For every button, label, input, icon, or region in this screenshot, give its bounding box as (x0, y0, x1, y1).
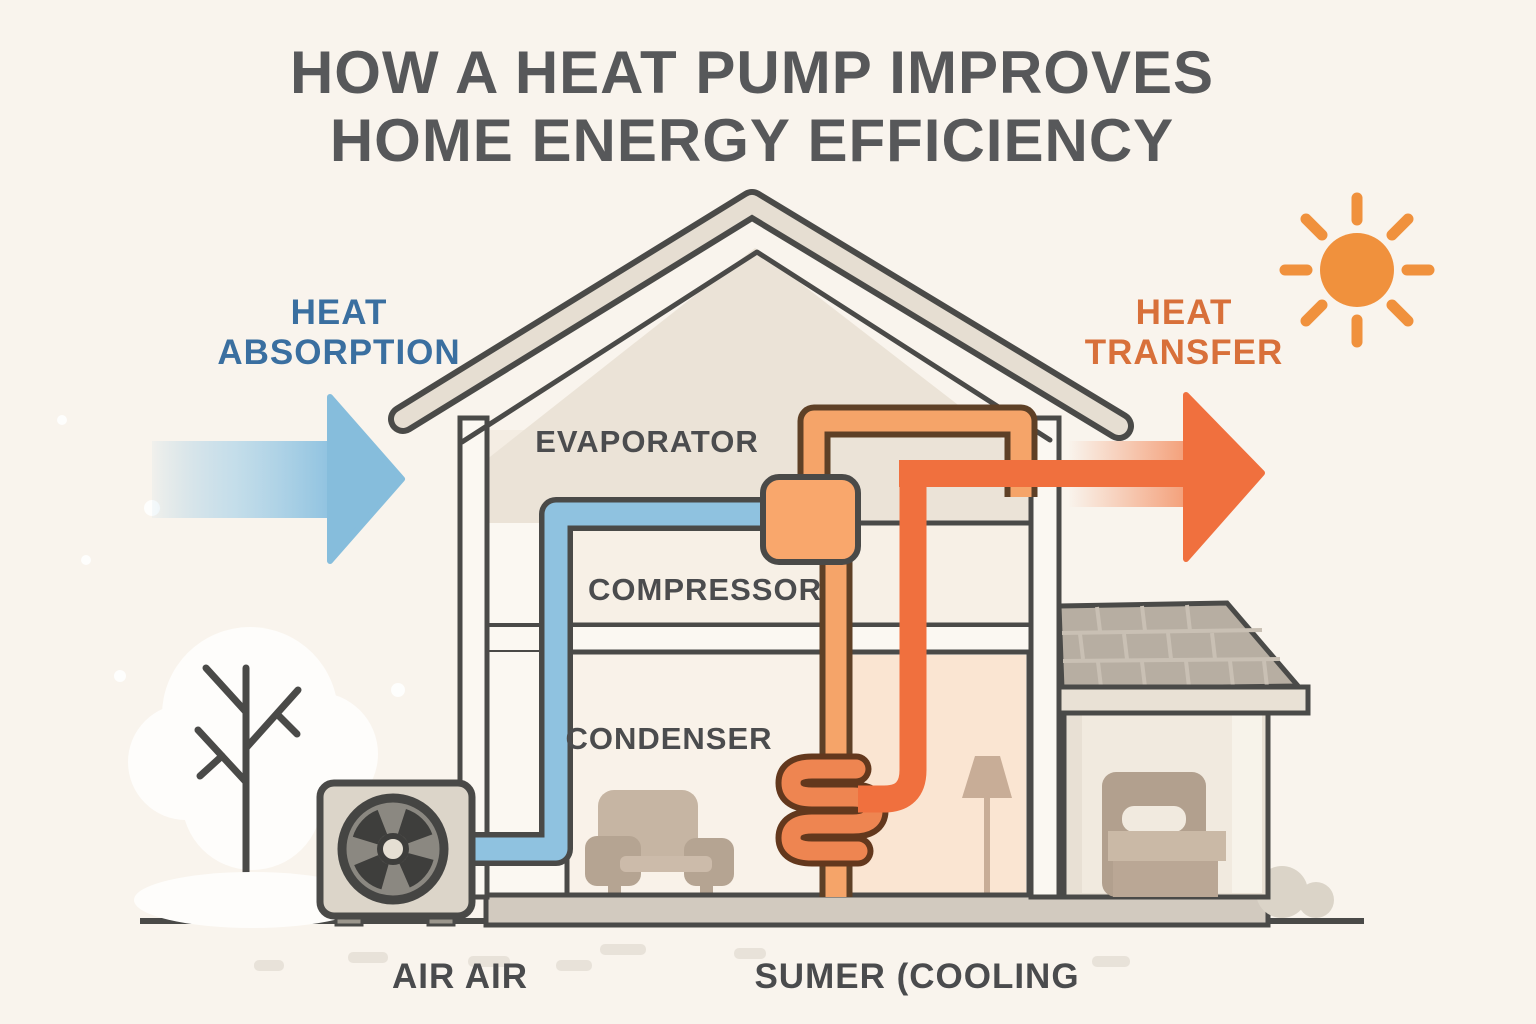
bare-tree-icon (128, 627, 378, 886)
evaporator-label: EVAPORATOR (535, 424, 759, 459)
garage (1047, 600, 1334, 918)
blue-refrigerant-pipe (472, 497, 800, 866)
house-roof (388, 189, 1134, 445)
road-dashes (254, 944, 1130, 971)
foundation-floor (483, 892, 1271, 928)
sun-icon (1279, 192, 1435, 348)
bed-icon (1102, 772, 1226, 897)
heat-transfer-label-line2: TRANSFER (1084, 333, 1284, 372)
heat-absorption-arrow-icon (152, 394, 405, 564)
heat-transfer-label-line1: HEAT (1135, 293, 1233, 332)
outdoor-unit (316, 779, 476, 927)
bottom-label-summer-cooling: SUMER (COOLING (754, 957, 1080, 996)
heat-absorption-label-line1: HEAT (290, 293, 388, 332)
house-walls (457, 415, 1062, 900)
heat-duct (858, 462, 927, 813)
fan-icon (337, 793, 449, 905)
garage-eave (1047, 684, 1311, 716)
compressor-box (760, 474, 861, 565)
floor-slab (484, 623, 1034, 654)
shingle-lines (1061, 604, 1281, 688)
condenser-label: CONDENSER (565, 721, 773, 756)
heat-absorption-label-line2: ABSORPTION (217, 333, 461, 372)
title-line-2: HOME ENERGY EFFICIENCY (329, 107, 1175, 174)
garage-roof (1056, 600, 1304, 692)
compressor-label: COMPRESSOR (588, 572, 822, 607)
bottom-label-air: AIR AIR (392, 957, 528, 996)
sofa-icon (585, 790, 734, 897)
title-line-1: HOW A HEAT PUMP IMPROVES (289, 39, 1215, 106)
heat-transfer-arrow-icon (899, 392, 1265, 562)
snow-mound (134, 872, 370, 928)
